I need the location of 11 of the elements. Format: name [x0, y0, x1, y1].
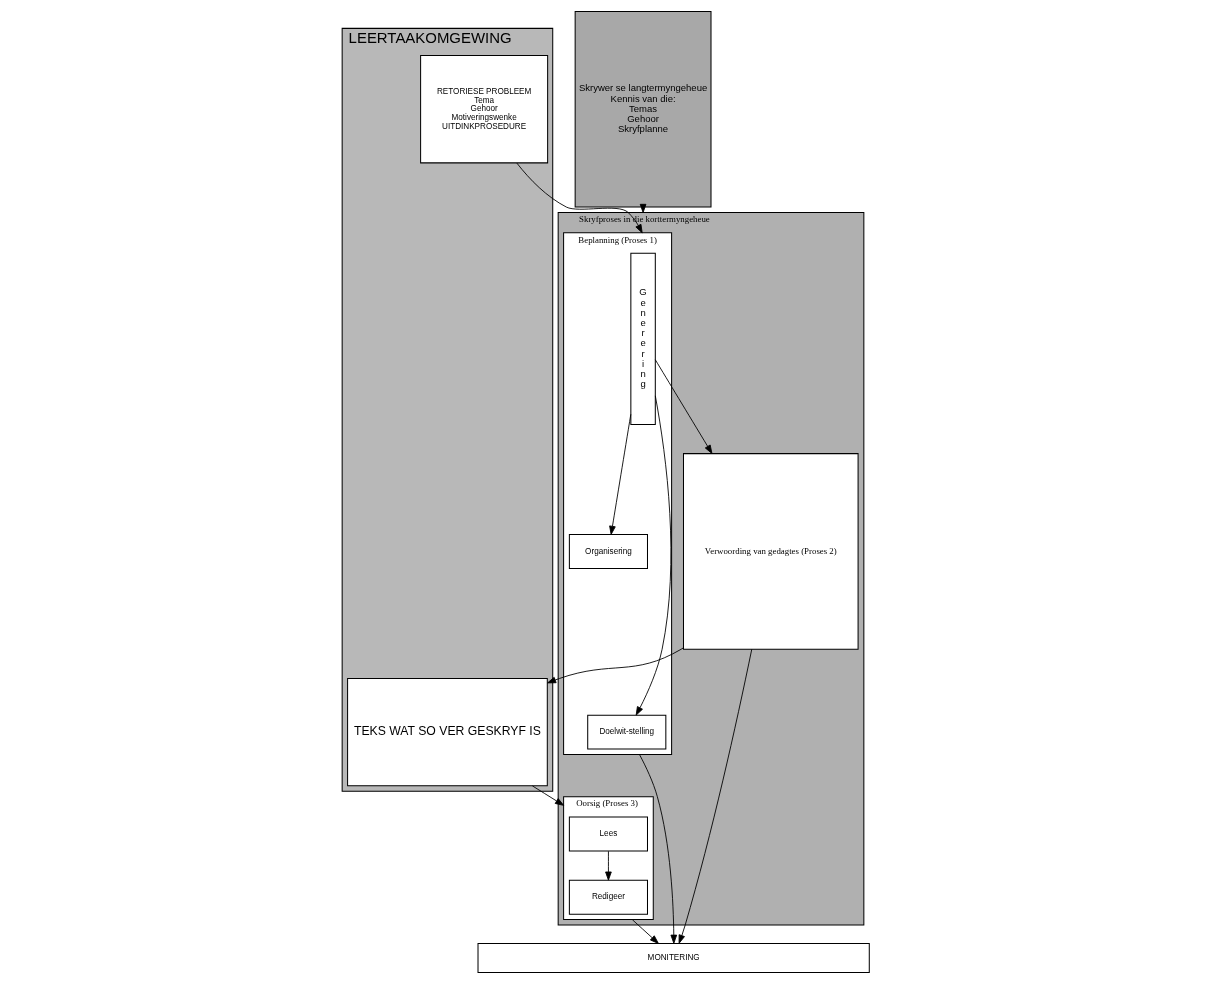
arrow [635, 395, 672, 716]
node-box: Generering [630, 252, 656, 425]
arrow [605, 850, 612, 881]
arrow [531, 785, 565, 806]
node-box: TEKS WAT SO VER GESKRYF IS [347, 677, 548, 787]
arrow [631, 919, 659, 944]
arrow [609, 413, 632, 535]
node-box: Verwoording van gedagtes (Proses 2) [683, 453, 859, 650]
arrow [547, 647, 684, 684]
arrow [639, 754, 678, 944]
arrow [678, 648, 753, 944]
